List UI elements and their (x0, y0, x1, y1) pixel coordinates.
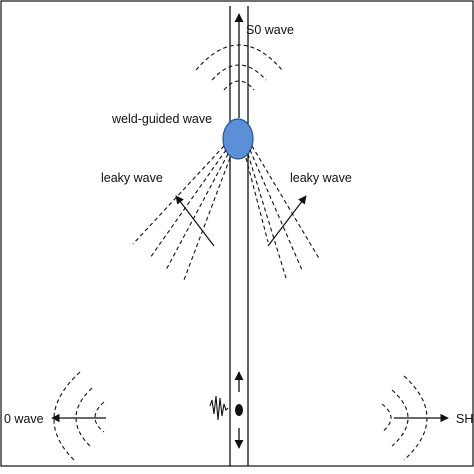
leaky-rays-right (245, 145, 321, 279)
weld-guided-wave-ellipse (222, 118, 254, 160)
label-right-edge-wave: SH (456, 412, 473, 426)
label-left-edge-wave: 0 wave (4, 412, 44, 426)
top-wavefronts (195, 44, 283, 91)
label-leaky-wave-left: leaky wave (101, 171, 163, 185)
source-transducer (209, 371, 244, 449)
excitation-signal (209, 395, 229, 421)
label-s0-wave: S0 wave (246, 23, 294, 37)
left-wavefronts (53, 371, 105, 463)
leaky-arrow-left (175, 195, 215, 247)
source-dot (235, 404, 243, 416)
leaky-rays-left (132, 145, 231, 281)
label-leaky-wave-right: leaky wave (290, 171, 352, 185)
label-weld-guided-wave: weld-guided wave (111, 112, 212, 126)
leaky-arrow-right (267, 195, 307, 247)
